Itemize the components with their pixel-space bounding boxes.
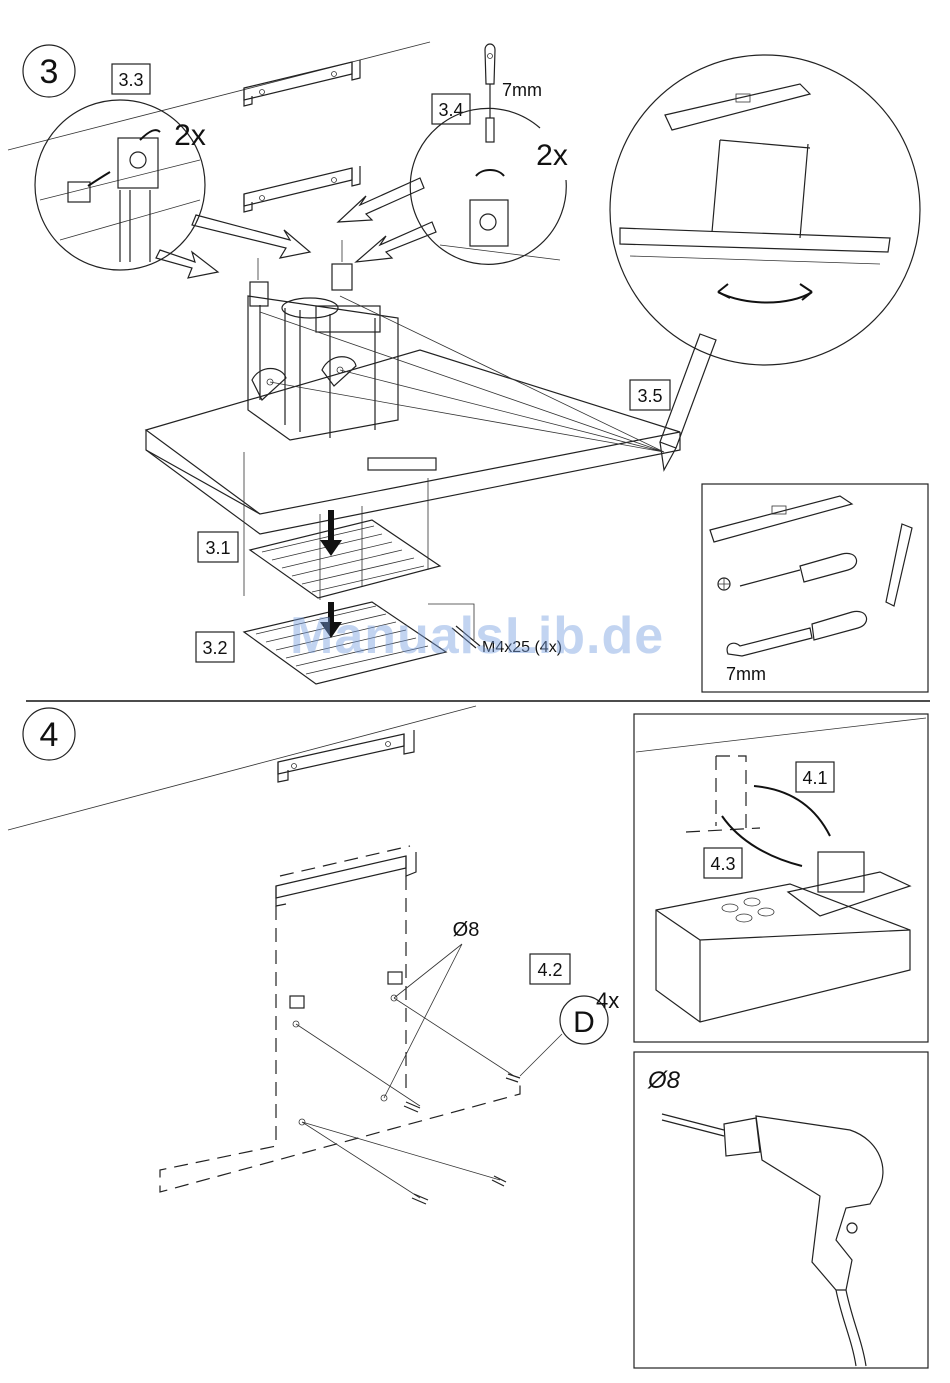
wall-bracket-upper [244,60,360,106]
screwdriver-7mm-icon [485,44,495,142]
wall-edge-line-4 [8,706,476,830]
arrow-down-filter-1 [320,510,342,556]
socket-size-7mm: 7mm [726,664,766,684]
phillips-screwdriver-icon [740,553,857,586]
cooker-hood-body [146,240,680,534]
label-3-4: 3.4 [438,100,463,120]
label-3-3: 3.3 [118,70,143,90]
kitchen-panel [634,714,928,1042]
drill-icon [662,1114,883,1366]
grease-filter-3-1 [244,452,440,600]
wall-plugs [404,1074,520,1204]
label-3-1: 3.1 [205,538,230,558]
dowel-letter: D [573,1006,595,1039]
arrow-3-4-lower [356,222,436,262]
hood-outline-dashed [160,846,520,1192]
count-3-3: 2x [174,119,206,152]
wall-bracket-4 [278,730,414,782]
detail-circle-3-4 [410,108,566,264]
count-3-4: 2x [536,139,568,172]
wall-bracket-lower [244,166,360,212]
arrow-to-hood-left [156,250,218,278]
label-3-5: 3.5 [637,386,662,406]
diameter-leaders [384,944,462,1098]
step-4-number: 4 [40,716,59,754]
step-4-section: 4 Ø8 [8,706,928,1368]
tool-pencil-icon [886,524,912,606]
step-3-section: 3 3.3 2x [8,42,928,692]
drill-holes [293,995,514,1198]
tools-panel: 7mm [702,484,928,692]
label-4-2: 4.2 [537,960,562,980]
arrow-to-hood-right [192,215,310,258]
detail-circle-level [610,55,920,365]
screwdriver-size-7mm: 7mm [502,80,542,100]
step-3-number: 3 [40,53,59,91]
label-4-3: 4.3 [710,854,735,874]
label-4-1: 4.1 [802,768,827,788]
drill-diameter-label: Ø8 [453,919,480,941]
nut-driver-icon [727,628,812,656]
dowel-leader [520,1034,562,1076]
hook-right-icon [388,972,402,984]
drill-panel-title: Ø8 [647,1067,681,1094]
hook-left-icon [290,996,304,1008]
drill-panel: Ø8 [634,1052,928,1368]
label-3-2: 3.2 [202,638,227,658]
watermark: ManualsLib.de [290,606,664,666]
dowel-count: 4x [596,988,619,1013]
